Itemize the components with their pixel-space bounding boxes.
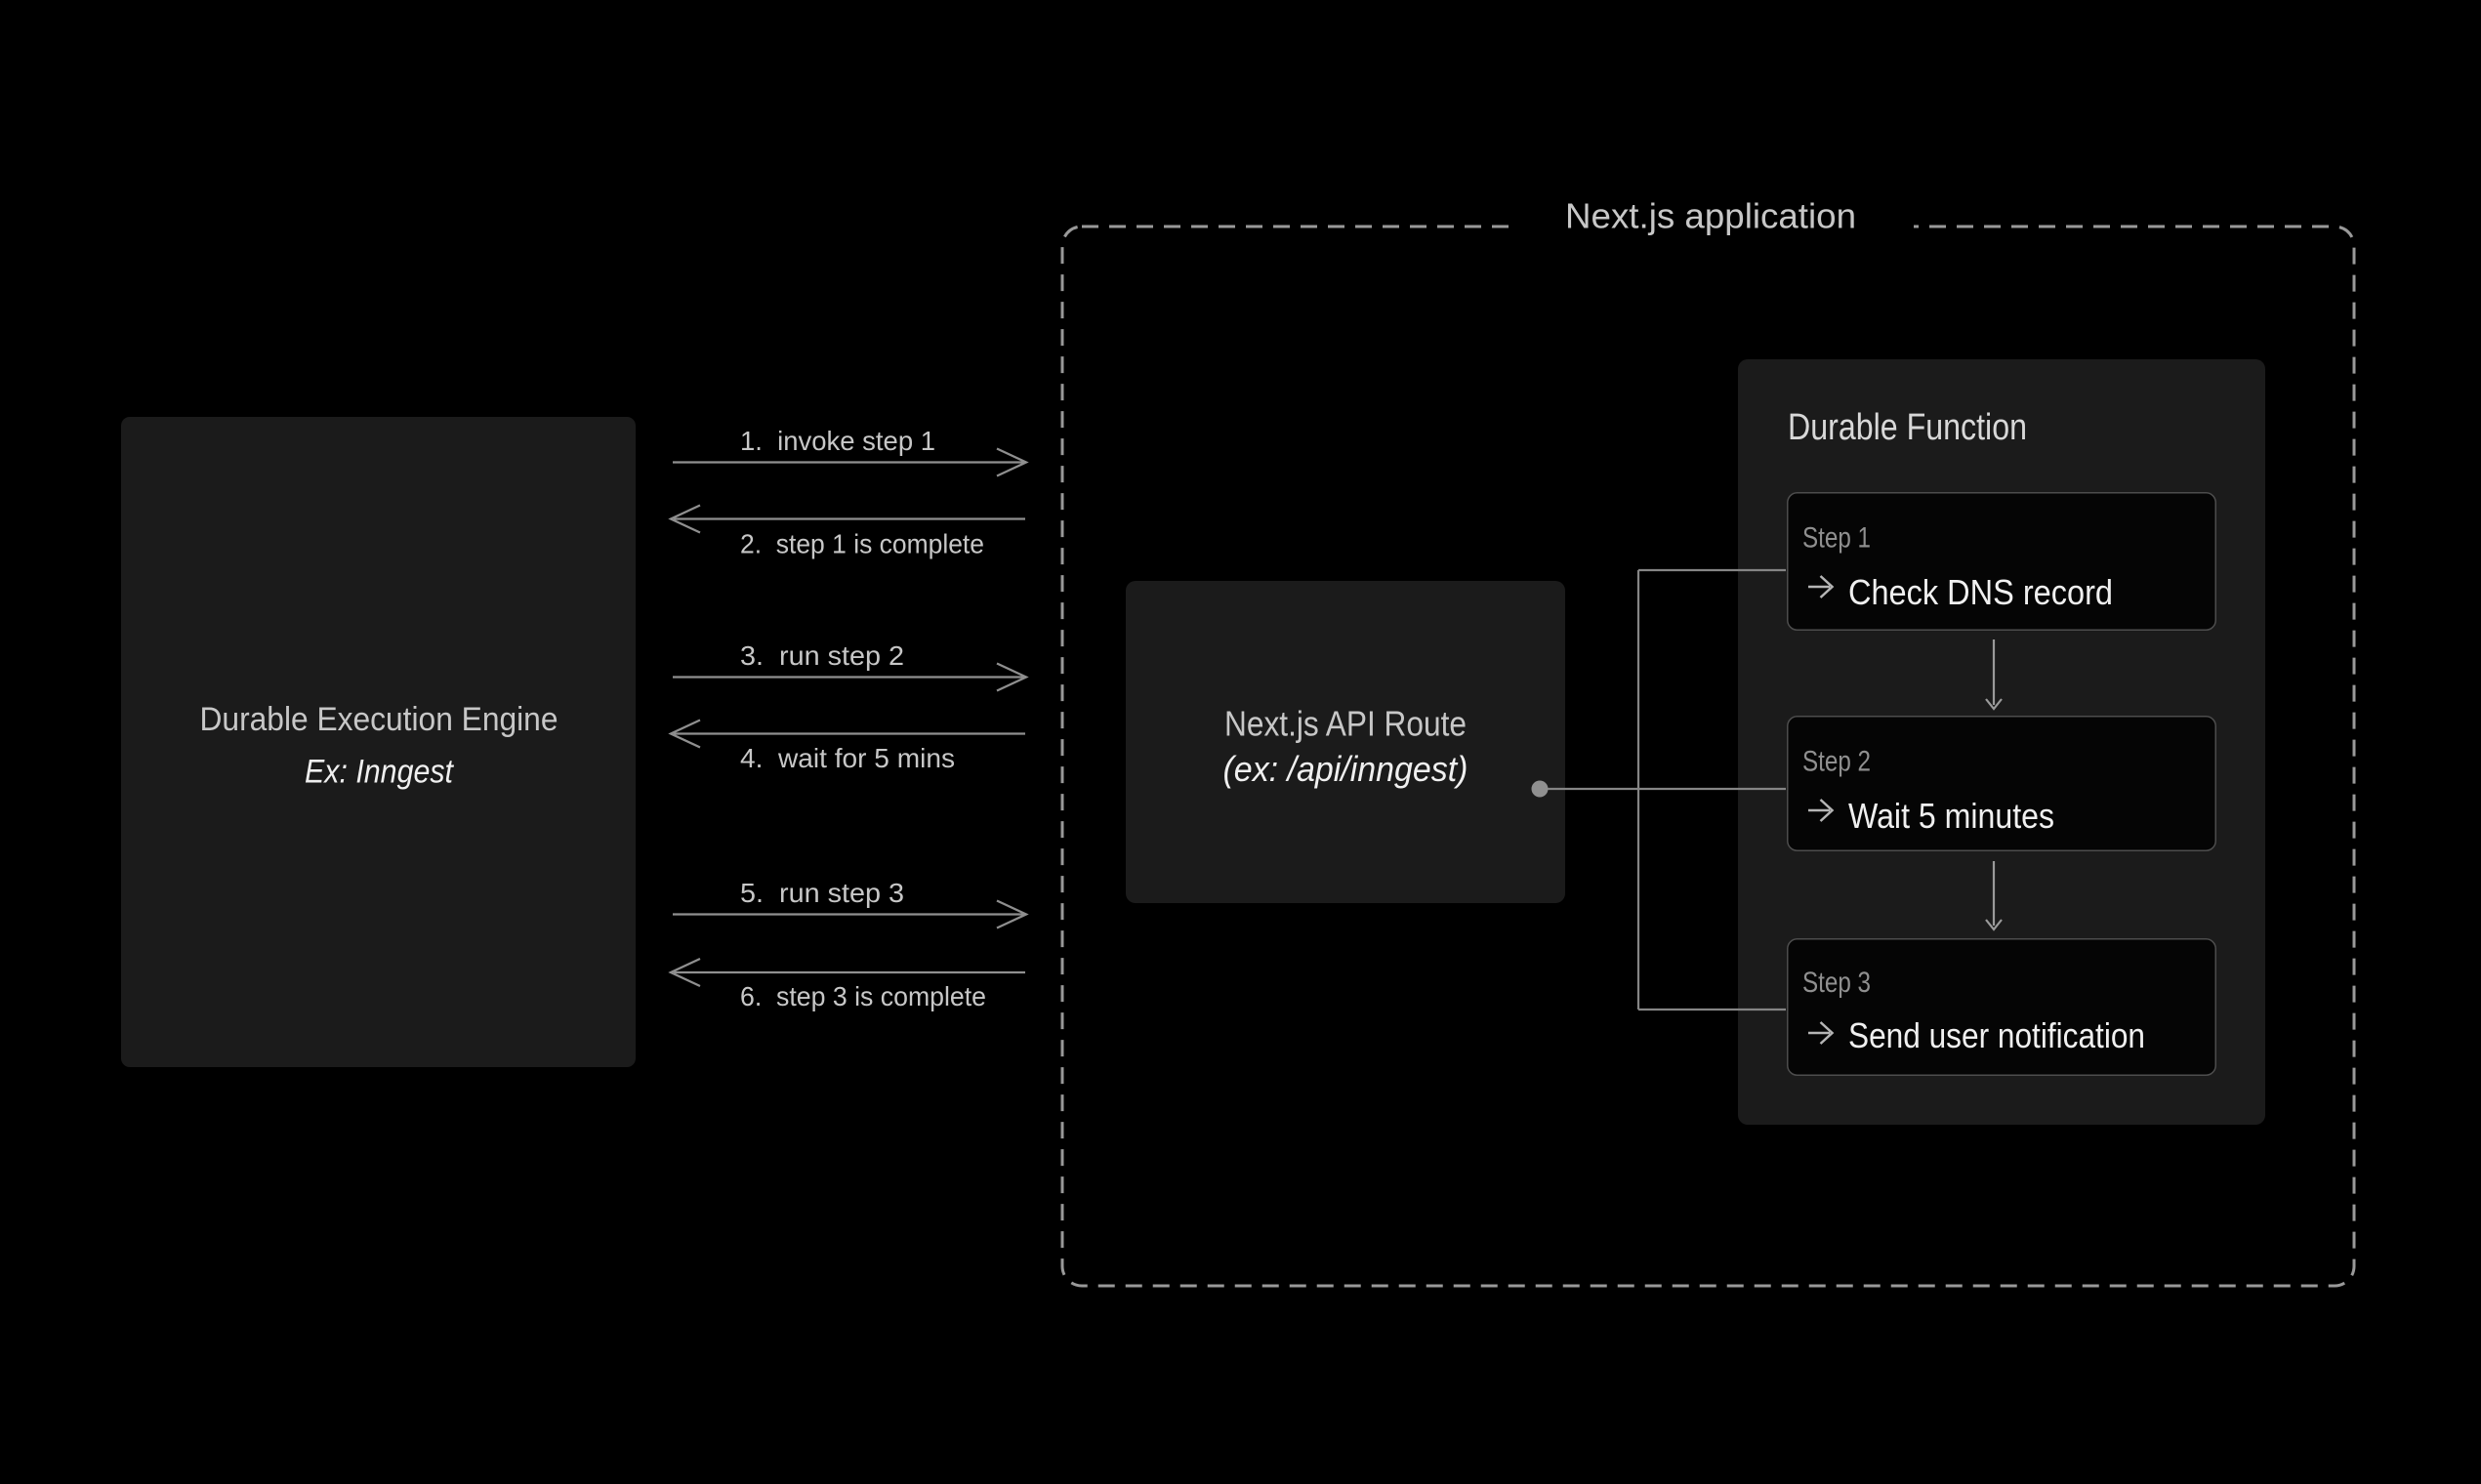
svg-text:Ex: Inngest: Ex: Inngest	[305, 754, 454, 791]
svg-text:5. run step 3: 5. run step 3	[740, 878, 904, 908]
svg-text:2. step 1 is complete: 2. step 1 is complete	[740, 529, 984, 559]
svg-text:Durable Execution Engine: Durable Execution Engine	[200, 701, 558, 738]
svg-text:Check DNS record: Check DNS record	[1848, 572, 2113, 612]
svg-text:Durable Function: Durable Function	[1788, 407, 2027, 448]
svg-text:Next.js application: Next.js application	[1565, 196, 1856, 236]
svg-text:Step 1: Step 1	[1802, 522, 1871, 555]
svg-text:Step 2: Step 2	[1802, 746, 1871, 778]
svg-text:Wait 5 minutes: Wait 5 minutes	[1848, 796, 2054, 836]
svg-text:Next.js API Route: Next.js API Route	[1224, 704, 1467, 744]
svg-text:(ex: /api/inngest): (ex: /api/inngest)	[1223, 749, 1468, 789]
svg-text:Send user notification: Send user notification	[1848, 1015, 2145, 1055]
svg-text:1. invoke step 1: 1. invoke step 1	[740, 426, 935, 456]
svg-text:Step 3: Step 3	[1802, 967, 1871, 999]
svg-text:3. run step 2: 3. run step 2	[740, 640, 904, 671]
svg-text:6. step 3 is complete: 6. step 3 is complete	[740, 981, 986, 1011]
svg-text:4. wait for 5 mins: 4. wait for 5 mins	[740, 743, 955, 773]
